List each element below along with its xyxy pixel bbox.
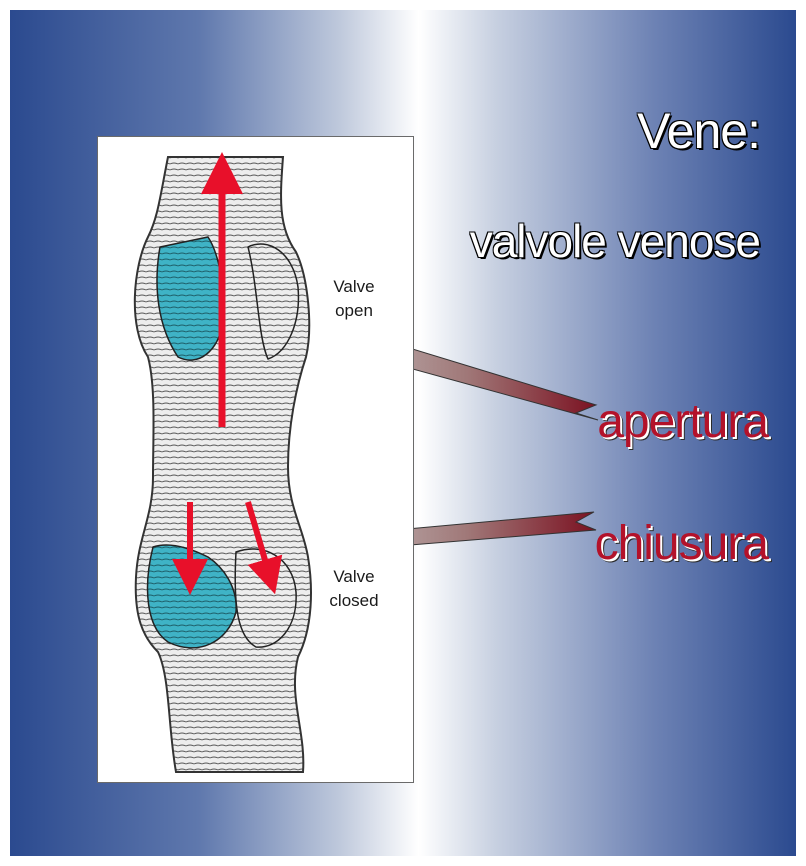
slide: Vene: valvole venose apertura chiusura (10, 10, 796, 856)
vein-illustration (98, 137, 413, 782)
valve-closed-label: Valve closed (314, 565, 394, 613)
vein-figure: Valve open Valve closed (97, 136, 414, 783)
valve-open-label: Valve open (314, 275, 394, 323)
